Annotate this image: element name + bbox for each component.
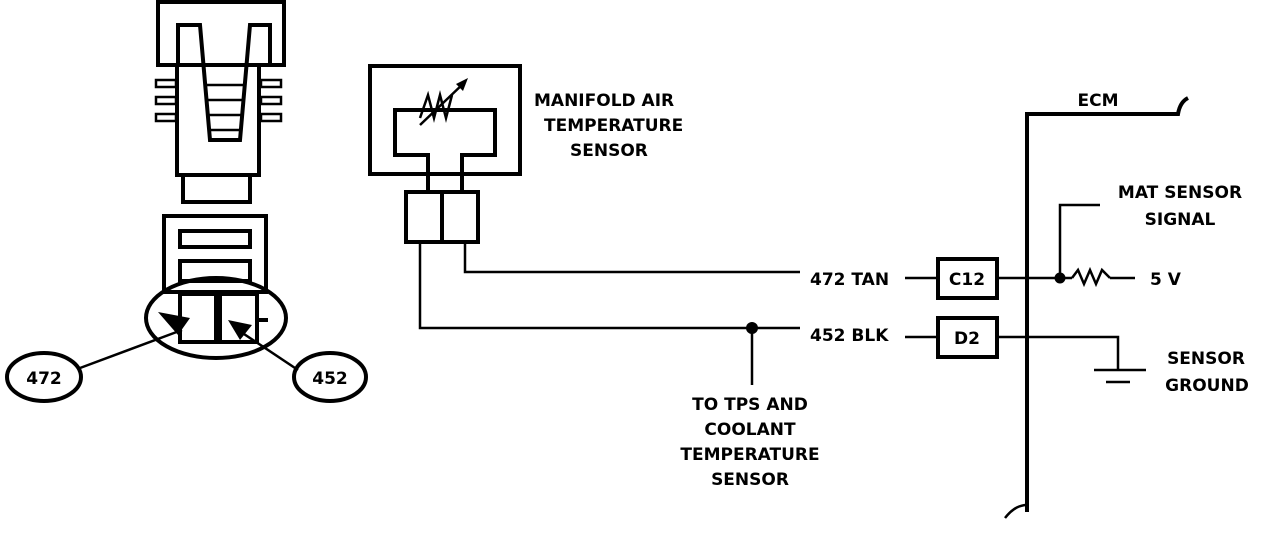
ground-icon (1094, 368, 1146, 384)
splice-note: COOLANT (704, 420, 796, 440)
splice-note: SENSOR (711, 470, 789, 490)
thermistor-icon (418, 90, 454, 123)
pin-c12-label: C12 (949, 270, 985, 290)
callout-452-label: 452 (312, 369, 348, 389)
mat-sensor: MANIFOLD AIR TEMPERATURE SENSOR (368, 64, 683, 244)
sensor-title: SENSOR (570, 141, 648, 161)
wire-label-452: 452 BLK (810, 326, 889, 346)
splice-note: TO TPS AND (692, 395, 808, 415)
wire-472-tan (463, 242, 800, 274)
callout-452 (292, 351, 368, 403)
sensor-title: MANIFOLD AIR (534, 91, 674, 111)
reference-voltage-label: 5 V (1150, 270, 1182, 290)
callout-472-label: 472 (26, 369, 62, 389)
sensor-connector-illustration: 472 452 (5, 0, 368, 403)
wire-452-blk (418, 242, 800, 330)
wire-label-472: 472 TAN (810, 270, 889, 290)
ecm: ECM MAT SENSOR SIGNAL 5 V SENSOR GROUND (997, 91, 1249, 519)
callout-472 (5, 351, 83, 403)
sensor-title: TEMPERATURE (544, 116, 683, 136)
ribs (154, 78, 283, 123)
ground-label: GROUND (1165, 376, 1249, 396)
signal-label: SIGNAL (1145, 210, 1216, 230)
signal-label: MAT SENSOR (1118, 183, 1242, 203)
ground-label: SENSOR (1167, 349, 1245, 369)
pin-d2-label: D2 (954, 329, 980, 349)
pullup-resistor-icon (1071, 266, 1111, 288)
ecm-label: ECM (1077, 91, 1118, 111)
splice-note: TEMPERATURE (680, 445, 819, 465)
